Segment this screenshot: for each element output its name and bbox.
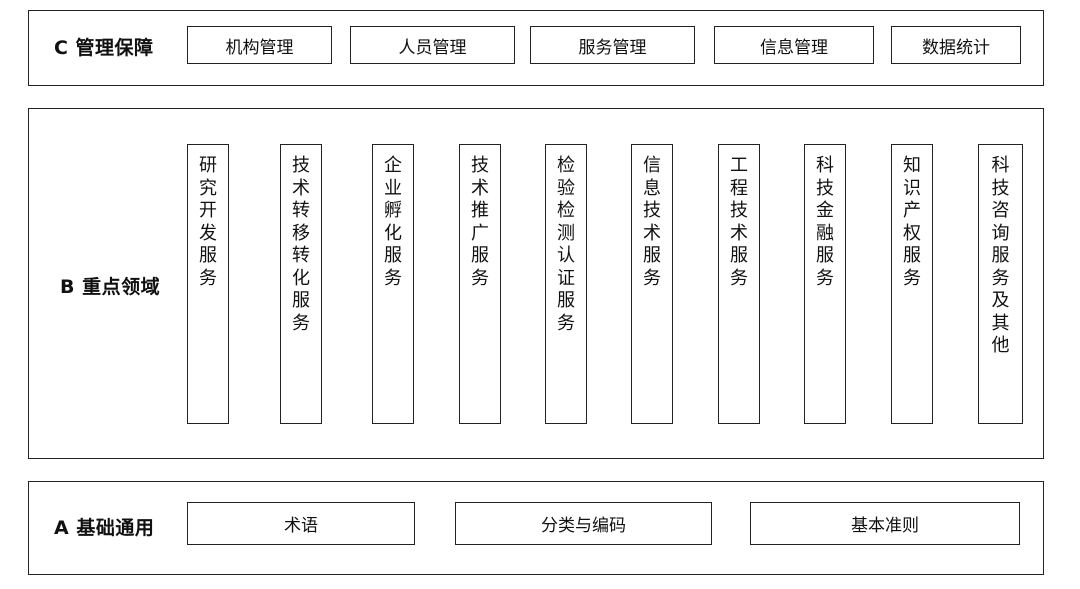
box-b-10: 科技咨询服务及其他 xyxy=(978,144,1023,424)
box-b-7-label: 工程技术服务 xyxy=(730,155,748,289)
box-b-3-label: 企业孵化服务 xyxy=(384,155,402,289)
box-c-1: 机构管理 xyxy=(187,26,332,64)
panel-a-title: A 基础通用 xyxy=(54,517,155,539)
box-b-5: 检验检测认证服务 xyxy=(545,144,587,424)
box-b-3: 企业孵化服务 xyxy=(372,144,414,424)
box-b-5-label: 检验检测认证服务 xyxy=(557,155,575,334)
box-b-2: 技术转移转化服务 xyxy=(280,144,322,424)
box-b-2-label: 技术转移转化服务 xyxy=(292,155,310,334)
box-a-3: 基本准则 xyxy=(750,502,1020,545)
box-b-6: 信息技术服务 xyxy=(631,144,673,424)
box-b-1: 研究开发服务 xyxy=(187,144,229,424)
panel-b-title: B 重点领域 xyxy=(60,276,161,298)
box-b-7: 工程技术服务 xyxy=(718,144,760,424)
box-b-4-label: 技术推广服务 xyxy=(471,155,489,289)
box-c-2: 人员管理 xyxy=(350,26,515,64)
panel-c-title: C 管理保障 xyxy=(54,37,154,59)
box-c-5: 数据统计 xyxy=(891,26,1021,64)
box-b-8-label: 科技金融服务 xyxy=(816,155,834,289)
box-a-1: 术语 xyxy=(187,502,415,545)
box-b-10-label: 科技咨询服务及其他 xyxy=(991,155,1010,356)
box-b-6-label: 信息技术服务 xyxy=(643,155,661,289)
box-b-9: 知识产权服务 xyxy=(891,144,933,424)
box-b-8: 科技金融服务 xyxy=(804,144,846,424)
box-b-9-label: 知识产权服务 xyxy=(903,155,921,289)
box-c-4: 信息管理 xyxy=(714,26,874,64)
box-b-1-label: 研究开发服务 xyxy=(199,155,217,289)
box-a-2: 分类与编码 xyxy=(455,502,712,545)
box-b-4: 技术推广服务 xyxy=(459,144,501,424)
box-c-3: 服务管理 xyxy=(530,26,695,64)
